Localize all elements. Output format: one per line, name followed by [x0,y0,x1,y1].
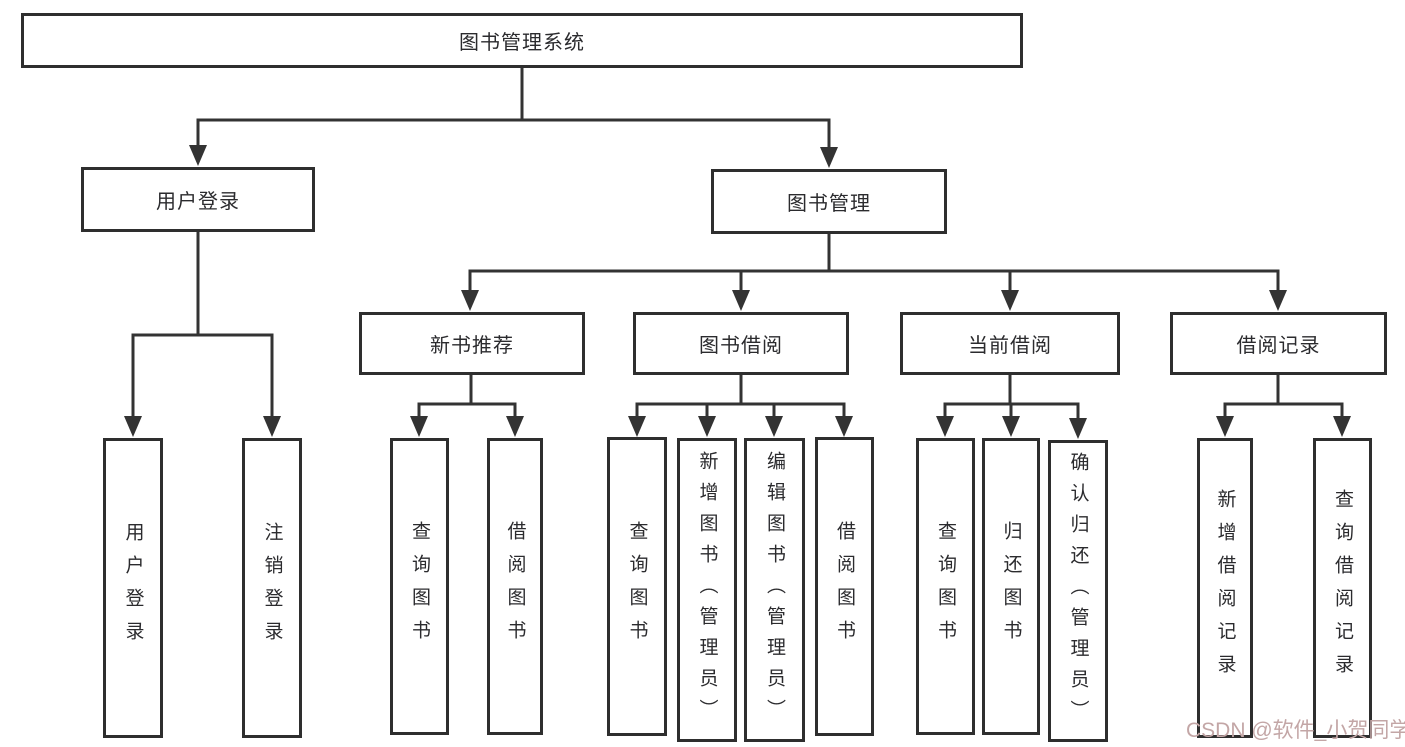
leaf-return-books-label: 归还图书 [1000,520,1022,653]
leaf-query-books-2: 查询图书 [607,437,667,736]
leaf-query-books-2-label: 查询图书 [626,520,648,653]
leaf-add-books-admin-label: 新增图书（管理员） [696,450,718,730]
leaf-query-books-1-label: 查询图书 [409,520,430,653]
leaf-edit-books-admin-label: 编辑图书（管理员） [764,450,785,730]
node-current-borrowing-label: 当前借阅 [968,335,1052,357]
leaf-return-books: 归还图书 [982,438,1040,735]
node-root: 图书管理系统 [21,13,1023,68]
leaf-edit-books-admin: 编辑图书（管理员） [744,438,805,742]
node-new-book-recommend-label: 新书推荐 [430,335,514,357]
leaf-add-borrow-record-label: 新增借阅记录 [1214,489,1236,687]
node-root-label: 图书管理系统 [459,32,585,54]
watermark-text: CSDN @软件_小贺同学 [1186,719,1405,742]
leaf-add-borrow-record: 新增借阅记录 [1197,438,1253,738]
leaf-user-login-label: 用户登录 [122,522,144,654]
node-new-book-recommend: 新书推荐 [359,312,585,375]
leaf-borrow-books-2: 借阅图书 [815,437,874,736]
leaf-borrow-books-1: 借阅图书 [487,438,543,735]
node-borrowing-records: 借阅记录 [1170,312,1387,375]
leaf-query-books-3: 查询图书 [916,438,975,735]
node-book-management: 图书管理 [711,169,947,234]
leaf-query-books-3-label: 查询图书 [935,520,956,653]
leaf-user-login: 用户登录 [103,438,163,738]
node-book-borrowing-label: 图书借阅 [699,335,783,357]
leaf-borrow-books-2-label: 借阅图书 [834,520,855,653]
leaf-logout-login: 注销登录 [242,438,302,738]
leaf-query-borrow-record-label: 查询借阅记录 [1332,489,1353,687]
node-book-borrowing: 图书借阅 [633,312,849,375]
node-current-borrowing: 当前借阅 [900,312,1120,375]
leaf-add-books-admin: 新增图书（管理员） [677,438,737,742]
leaf-logout-login-label: 注销登录 [261,522,283,654]
leaf-query-books-1: 查询图书 [390,438,449,735]
node-book-management-label: 图书管理 [787,193,871,215]
node-user-login: 用户登录 [81,167,315,232]
leaf-borrow-books-1-label: 借阅图书 [504,520,526,653]
node-user-login-label: 用户登录 [156,191,240,213]
node-borrowing-records-label: 借阅记录 [1236,335,1321,357]
leaf-confirm-return-admin: 确认归还（管理员） [1048,440,1108,742]
leaf-confirm-return-admin-label: 确认归还（管理员） [1067,451,1089,731]
leaf-query-borrow-record: 查询借阅记录 [1313,438,1372,738]
